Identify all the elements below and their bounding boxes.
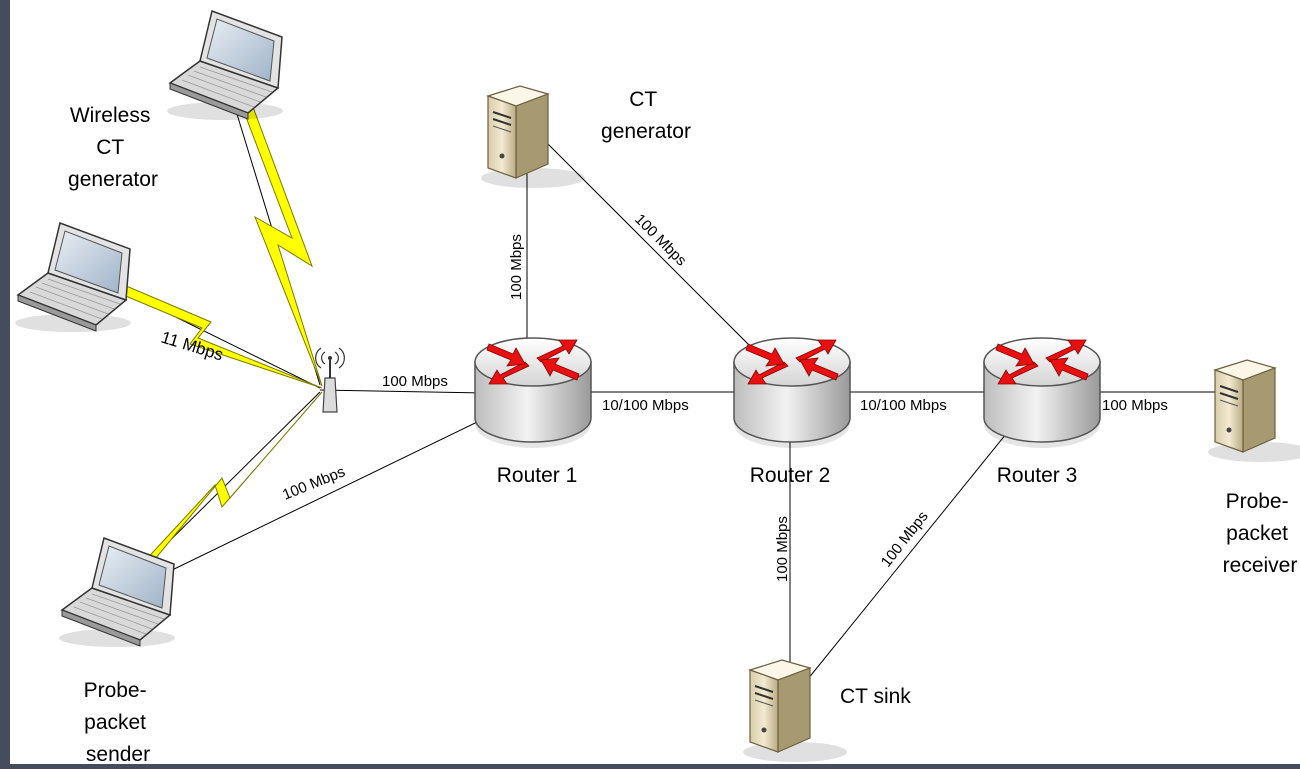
link-router3-ctsink — [794, 391, 1041, 696]
network-diagram: Wireless CT generator CT generator Probe… — [10, 0, 1300, 766]
server-tower-icon — [480, 85, 586, 189]
link-label-ctgen-router1: 100 Mbps — [508, 234, 525, 300]
label-probe-packet-sender: Probe- packet sender — [84, 679, 153, 764]
label-router-2: Router 2 — [750, 464, 831, 487]
router-icon — [983, 337, 1101, 449]
link-ctgen-router2 — [528, 124, 768, 364]
link-label-router3-receiver: 100 Mbps — [1102, 397, 1168, 414]
link-label-sender-router1: 100 Mbps — [280, 463, 347, 503]
laptop-icon — [14, 222, 132, 333]
label-ct-sink: CT sink — [840, 685, 911, 708]
link-label-router2-router3: 10/100 Mbps — [860, 397, 947, 414]
label-wireless-ct-generator: Wireless CT generator — [68, 104, 158, 191]
network-diagram-svg: Wireless CT generator CT generator Probe… — [14, 10, 1300, 766]
link-ap-router1 — [319, 389, 486, 394]
link-sender-router1 — [134, 393, 536, 589]
link-label-router2-ctsink: 100 Mbps — [774, 516, 791, 582]
laptop-icon — [166, 10, 284, 121]
server-tower-icon — [1207, 359, 1300, 463]
router-icon — [733, 337, 851, 449]
link-label-ap-router1: 100 Mbps — [382, 373, 448, 390]
label-ct-generator: CT generator — [601, 88, 691, 143]
link-label-ctgen-router2: 100 Mbps — [631, 211, 690, 270]
link-label-wireless: 11 Mbps — [159, 328, 226, 365]
router-icon — [474, 337, 592, 449]
label-router-1: Router 1 — [497, 464, 578, 487]
label-probe-packet-receiver: Probe- packet receiver — [1223, 490, 1298, 577]
link-label-router1-router2: 10/100 Mbps — [602, 397, 689, 414]
link-label-router3-ctsink: 100 Mbps — [878, 508, 932, 570]
server-tower-icon — [742, 659, 848, 763]
label-router-3: Router 3 — [997, 464, 1078, 487]
